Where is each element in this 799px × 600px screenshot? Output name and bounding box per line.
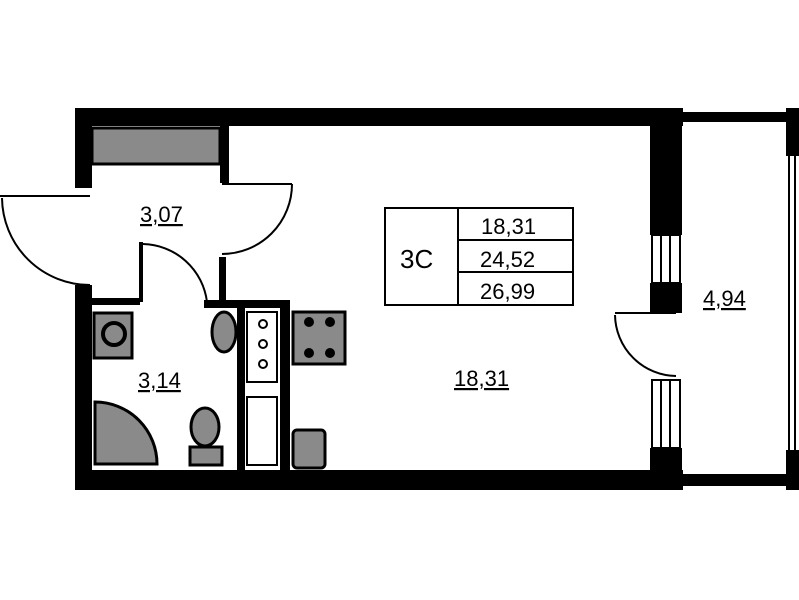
bottom-wall — [75, 470, 683, 490]
balcony-post-top — [786, 108, 799, 156]
kitchen-cabinet — [246, 311, 278, 383]
hall-wall — [220, 126, 229, 183]
balcony-wall-mid — [650, 283, 682, 313]
hallway-area: 3,07 — [140, 202, 183, 227]
stove-icon — [291, 310, 347, 366]
kitchen-wall — [280, 300, 290, 472]
shower-cabin — [93, 400, 159, 466]
bath-wall-stub — [139, 242, 143, 302]
window-lower — [651, 379, 681, 449]
balcony-top — [683, 112, 788, 122]
top-wall — [75, 108, 683, 126]
toilet-icon — [189, 406, 221, 448]
balcony-wall-lower — [650, 448, 682, 490]
left-wall-lower — [75, 285, 92, 490]
bath-wall-top — [92, 298, 140, 305]
kitchen-sink — [291, 428, 327, 470]
total-area-value: 24,52 — [480, 247, 535, 272]
balcony-bottom — [683, 474, 788, 486]
living-area-value: 18,31 — [481, 214, 536, 239]
balcony-area: 4,94 — [703, 286, 746, 311]
living-room-area: 18,31 — [454, 366, 509, 391]
entry-door[interactable] — [0, 195, 91, 286]
area-summary-table: 3С 18,31 24,52 26,99 — [384, 207, 574, 306]
hall-wall-lower — [219, 257, 226, 302]
bath-wall-right — [237, 300, 245, 472]
hall-door[interactable] — [221, 183, 293, 255]
sink-icon — [210, 310, 238, 354]
balcony-post-bottom — [786, 450, 799, 490]
bathroom-door[interactable] — [142, 243, 208, 303]
apartment-type: 3С — [400, 244, 433, 274]
toilet-tank — [188, 445, 224, 467]
total-with-balcony-value: 26,99 — [480, 279, 535, 304]
window-upper — [651, 234, 681, 284]
wardrobe — [90, 126, 222, 166]
bath-wall-right-top — [204, 300, 290, 308]
bathroom-area: 3,14 — [138, 368, 181, 393]
fridge — [246, 396, 278, 466]
balcony-door[interactable] — [614, 312, 677, 377]
left-wall-upper — [75, 108, 92, 188]
balcony-wall-upper — [650, 108, 682, 235]
